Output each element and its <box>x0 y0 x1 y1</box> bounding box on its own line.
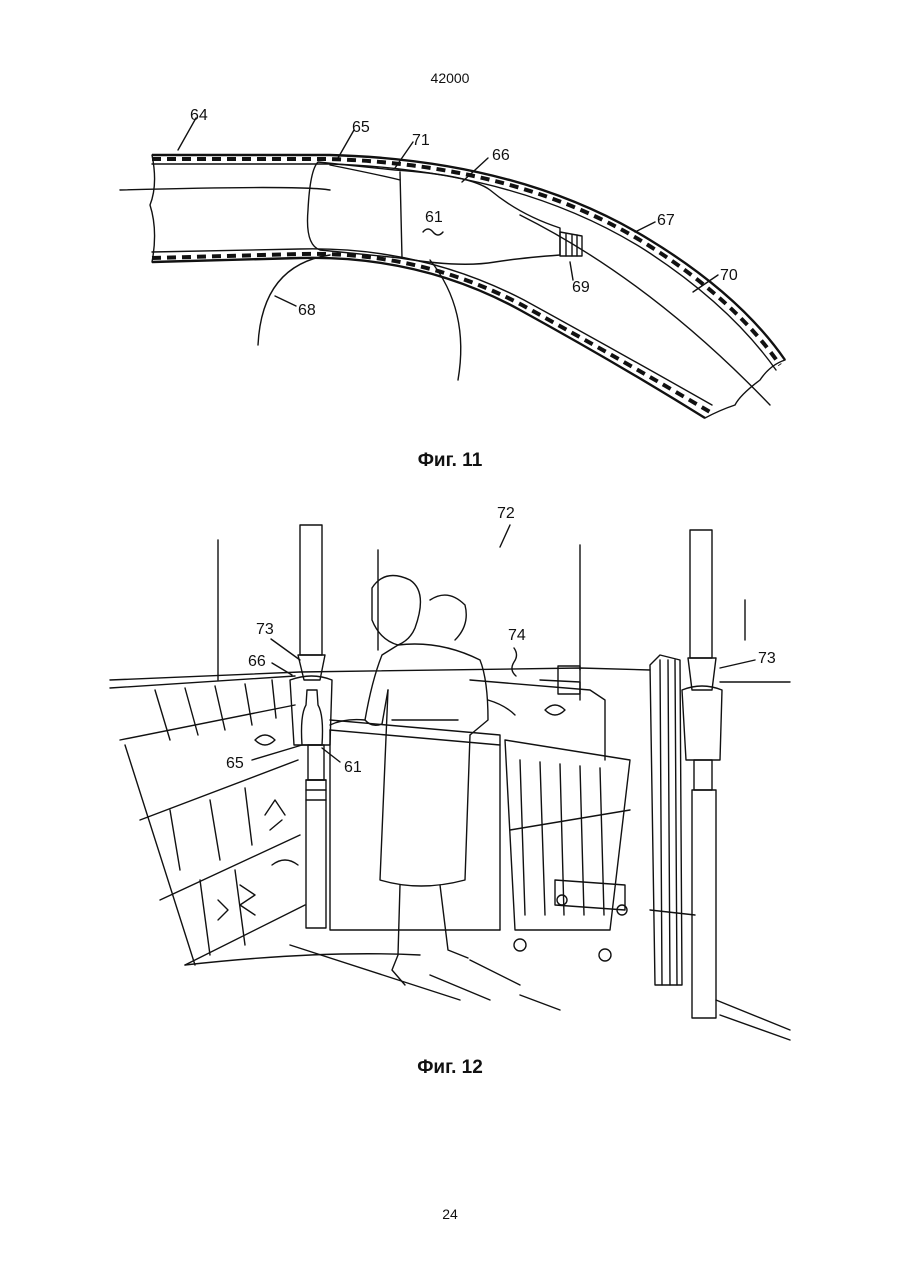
ref-73-left: 73 <box>256 621 274 638</box>
ref-66: 66 <box>492 147 510 164</box>
ref-72: 72 <box>497 505 515 522</box>
ref-61: 61 <box>425 209 443 226</box>
ref-68: 68 <box>298 302 316 319</box>
ref-65: 65 <box>352 119 370 136</box>
ref-61: 61 <box>344 759 362 776</box>
ref-74: 74 <box>508 627 526 644</box>
figure-11-drawing <box>120 118 785 418</box>
ref-73-right: 73 <box>758 650 776 667</box>
figure-12-drawing <box>110 525 790 1040</box>
ref-67: 67 <box>657 212 675 229</box>
figure-11-caption: Фиг. 11 <box>0 450 900 472</box>
ref-71: 71 <box>412 132 430 149</box>
figure-12-caption: Фиг. 12 <box>0 1057 900 1079</box>
ref-70: 70 <box>720 267 738 284</box>
ref-69: 69 <box>572 279 590 296</box>
ref-66: 66 <box>248 653 266 670</box>
ref-65: 65 <box>226 755 244 772</box>
page-number: 24 <box>0 1206 900 1222</box>
ref-64: 64 <box>190 107 208 124</box>
